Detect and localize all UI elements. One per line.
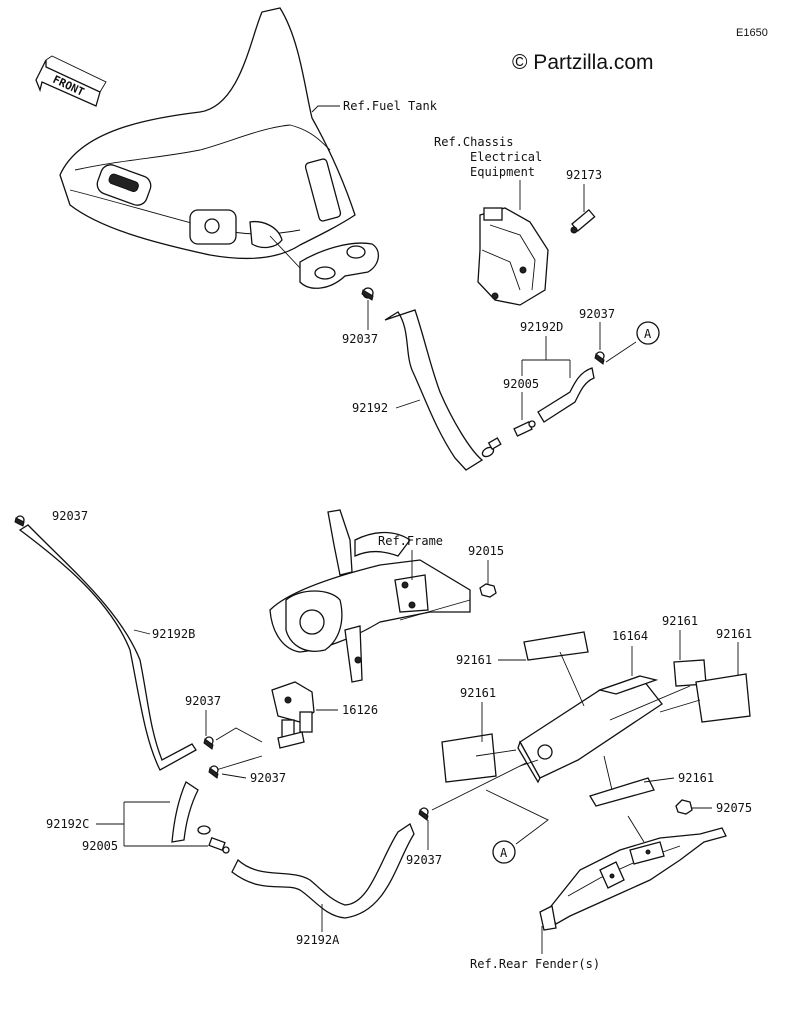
callout-a-bottom <box>492 840 516 864</box>
part-label-92161-b: 92161 <box>662 614 698 628</box>
ref-chassis-label-2: Electrical <box>470 150 542 164</box>
pad-92161-d <box>441 733 497 783</box>
clip-92037-top <box>361 287 374 301</box>
ref-chassis-label-1: Ref.Chassis <box>434 135 513 149</box>
part-label-92075: 92075 <box>716 801 752 815</box>
pad-92161-e <box>589 777 655 807</box>
part-label-92161-d: 92161 <box>460 686 496 700</box>
part-label-92037-c: 92037 <box>52 509 88 523</box>
hose-92192C <box>171 781 199 843</box>
part-label-92005-b: 92005 <box>82 839 118 853</box>
canister-16164 <box>517 675 663 784</box>
part-label-92161-e: 92161 <box>678 771 714 785</box>
chassis-electrical-part <box>477 207 549 306</box>
part-label-92192A: 92192A <box>296 933 340 947</box>
watermark: © Partzilla.com <box>512 51 654 74</box>
clip-92037-lower-mid <box>418 807 429 821</box>
part-label-16164: 16164 <box>612 629 648 643</box>
callout-a-top <box>636 321 660 345</box>
fitting-92005-top <box>513 420 536 437</box>
part-label-92015: 92015 <box>468 544 504 558</box>
frame-drawing <box>269 509 471 683</box>
valve-16126 <box>271 681 315 749</box>
front-arrow-icon: FRONT <box>35 55 107 107</box>
part-label-16126: 16126 <box>342 703 378 717</box>
callout-a-top-label: A <box>644 327 652 341</box>
hose-92192 <box>384 309 484 471</box>
pad-92161-c <box>695 673 751 723</box>
part-label-92037-f: 92037 <box>406 853 442 867</box>
clip-92037-left <box>14 515 25 527</box>
fuel-tank-drawing <box>59 7 379 289</box>
part-label-92173: 92173 <box>566 168 602 182</box>
hose-92192D <box>537 367 595 423</box>
ref-rear-fender-label: Ref.Rear Fender(s) <box>470 957 600 971</box>
nut-92075 <box>675 799 693 815</box>
nut-92015 <box>479 583 497 598</box>
part-label-92192D: 92192D <box>520 320 563 334</box>
part-label-92037-b: 92037 <box>579 307 615 321</box>
ref-frame-label: Ref.Frame <box>378 534 443 548</box>
part-label-92037-d: 92037 <box>185 694 221 708</box>
clip-92037-right <box>594 351 605 365</box>
hose-92192B <box>18 524 197 771</box>
part-label-92037-a: 92037 <box>342 332 378 346</box>
callout-a-bottom-label: A <box>500 846 508 860</box>
clip-92037-valve-lower <box>208 765 219 779</box>
part-label-92161-c: 92161 <box>716 627 752 641</box>
diagram-code: E1650 <box>736 27 768 39</box>
ref-chassis-label-3: Equipment <box>470 165 535 179</box>
part-label-92192B: 92192B <box>152 627 195 641</box>
ref-fuel-tank-label: Ref.Fuel Tank <box>343 99 438 113</box>
fitting-92005-bottom <box>208 837 230 854</box>
part-label-92161-a: 92161 <box>456 653 492 667</box>
part-label-92005-a: 92005 <box>503 377 539 391</box>
hose-92192A <box>231 823 415 919</box>
part-92173-drawing <box>570 208 596 234</box>
pad-92161-a <box>523 631 589 661</box>
part-label-92192C: 92192C <box>46 817 89 831</box>
rear-fender-drawing <box>539 815 727 931</box>
clip-92037-valve-upper <box>203 736 214 750</box>
part-label-92037-e: 92037 <box>250 771 286 785</box>
part-label-92192: 92192 <box>352 401 388 415</box>
